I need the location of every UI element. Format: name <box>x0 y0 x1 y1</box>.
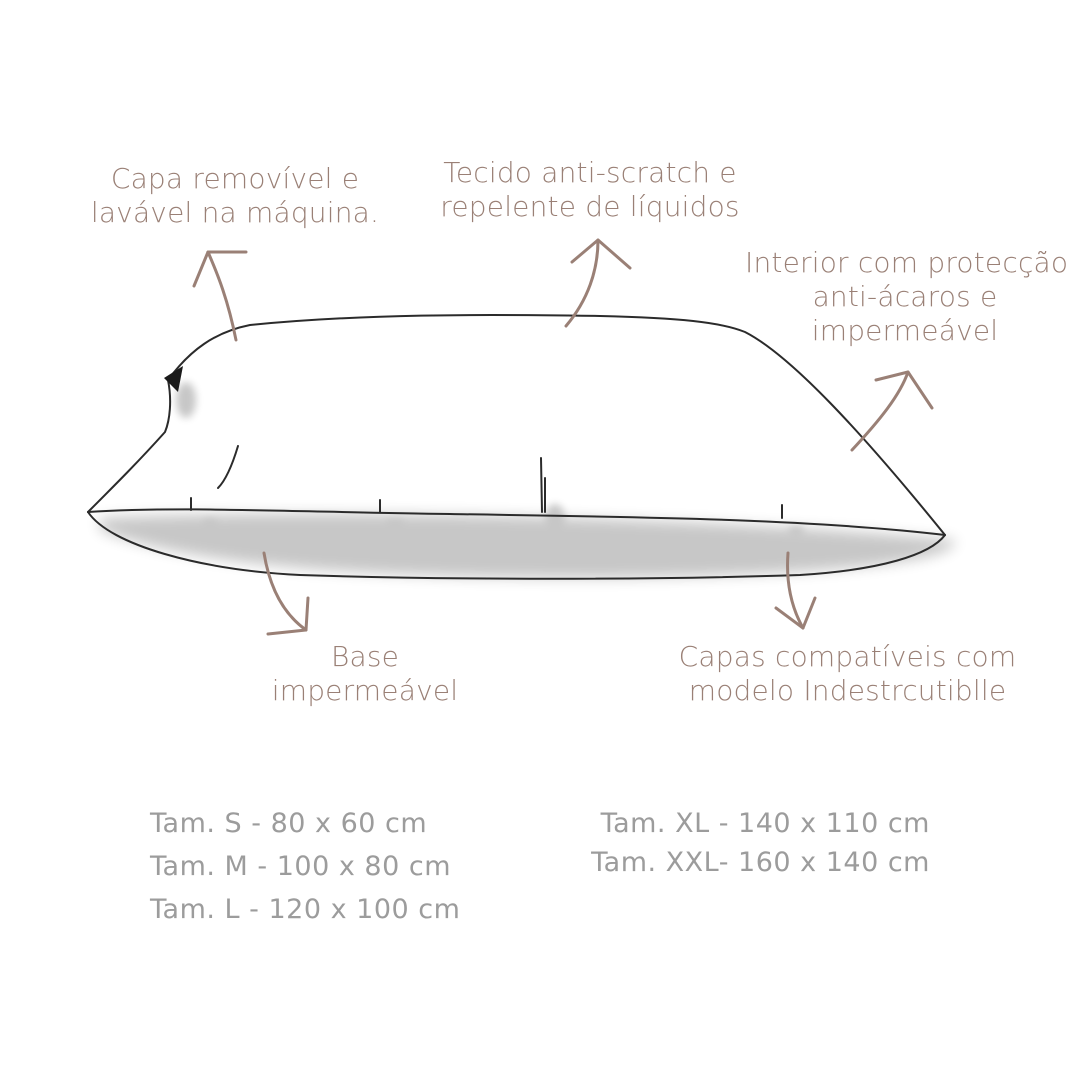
label-removable-cover-line1: Capa removível e <box>110 162 360 195</box>
arrow-compatible <box>774 551 817 630</box>
sizes-list-left: Tam. S - 80 x 60 cm Tam. M - 100 x 80 cm… <box>150 802 460 931</box>
arrow-base <box>262 551 310 636</box>
cushion-shadow <box>100 382 956 578</box>
arrow-fabric <box>564 238 632 328</box>
label-interior-line1: Interior com protecção <box>745 246 1069 279</box>
label-compatible-line2: modelo Indestrcutiblle <box>688 674 1007 707</box>
label-compatible: Capas compatíveis com modelo Indestrcuti… <box>670 640 1025 708</box>
cushion-outline <box>87 313 946 580</box>
size-xxl: Tam. XXL- 160 x 140 cm <box>591 847 930 878</box>
size-s: Tam. S - 80 x 60 cm <box>150 808 428 839</box>
label-removable-cover: Capa removível e lavável na máquina. <box>70 162 400 230</box>
label-base: Base impermeável <box>240 640 490 708</box>
callout-arrows <box>192 238 934 636</box>
label-fabric: Tecido anti-scratch e repelente de líqui… <box>430 156 750 224</box>
arrow-removable-cover <box>192 250 248 342</box>
size-l: Tam. L - 120 x 100 cm <box>150 894 461 925</box>
label-fabric-line2: repelente de líquidos <box>440 190 740 223</box>
sizes-list-right: Tam. XL - 140 x 110 cm Tam. XXL- 160 x 1… <box>591 802 930 884</box>
size-m: Tam. M - 100 x 80 cm <box>150 851 452 882</box>
label-removable-cover-line2: lavável na máquina. <box>90 196 380 229</box>
label-interior-line3: impermeável <box>811 314 999 347</box>
size-xl: Tam. XL - 140 x 110 cm <box>600 808 930 839</box>
label-base-line1: Base <box>330 640 400 673</box>
label-interior-line2: anti-ácaros e <box>812 280 998 313</box>
label-interior: Interior com protecção anti-ácaros e imp… <box>745 246 1069 348</box>
arrow-interior <box>850 370 934 452</box>
label-fabric-line1: Tecido anti-scratch e <box>443 156 737 189</box>
cushion-fold-tip <box>164 366 183 392</box>
label-compatible-line1: Capas compatíveis com <box>678 640 1017 673</box>
label-base-line2: impermeável <box>271 674 459 707</box>
